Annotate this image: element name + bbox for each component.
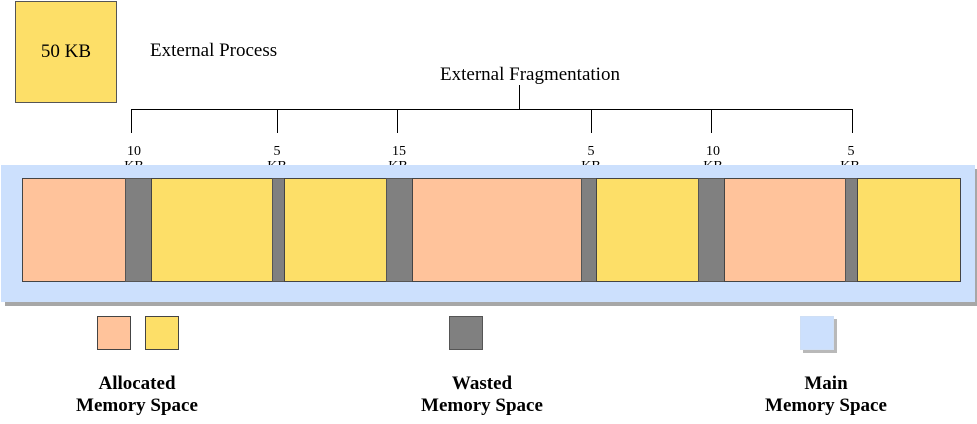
legend-main-swatch [800,316,834,350]
wasted-block [581,178,597,282]
bracket-center-line [519,85,520,109]
allocated-block [724,178,846,282]
allocated-block [412,178,582,282]
allocated-block [596,178,699,282]
bracket-tick [852,109,853,133]
gap-size-number: 5 [273,144,281,159]
external-process-block: 50 KB [15,1,117,103]
gap-size-number: 10 [706,144,720,159]
legend-allocated-label: Allocated Memory Space [37,373,237,417]
process-label: External Process [150,40,278,61]
legend-wasted-line1: Wasted [451,373,513,394]
allocated-block [151,178,273,282]
legend-wasted-line2: Memory Space [421,395,543,416]
gap-size-number: 5 [847,144,855,159]
wasted-block [125,178,152,282]
legend-allocated-swatch-a [97,316,131,350]
gap-size-number: 10 [127,144,141,159]
legend-allocated-swatch-b [145,316,179,350]
bracket-tick [711,109,712,133]
gap-size-number: 5 [587,144,595,159]
process-size: 50 KB [40,41,92,62]
legend-main-label: Main Memory Space [726,373,926,417]
wasted-block [386,178,413,282]
bracket-tick [591,109,592,133]
legend-allocated-line2: Memory Space [76,395,198,416]
gap-size-number: 15 [392,144,406,159]
legend-wasted-swatch [449,316,483,350]
legend-main-line1: Main [804,373,848,394]
legend-wasted-label: Wasted Memory Space [382,373,582,417]
wasted-block [698,178,725,282]
bracket-horizontal-line [131,109,853,110]
allocated-block [857,178,961,282]
bracket-tick [277,109,278,133]
legend-allocated-line1: Allocated [98,373,176,394]
bracket-tick [131,109,132,133]
bracket-tick [397,109,398,133]
legend-main-line2: Memory Space [765,395,887,416]
fragmentation-title: External Fragmentation [440,64,620,85]
allocated-block [284,178,387,282]
allocated-block [22,178,126,282]
